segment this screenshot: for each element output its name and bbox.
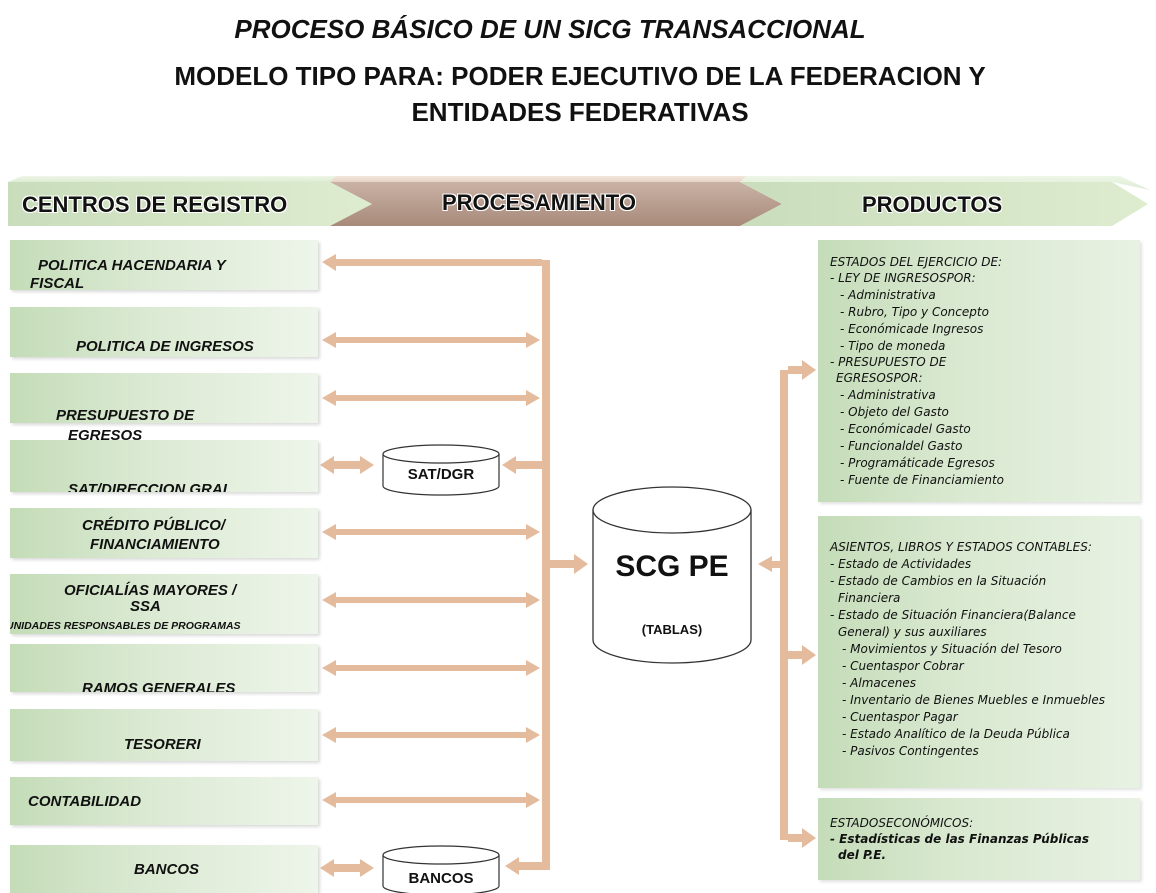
centro-label: CONTABILIDAD [28,793,142,810]
centro-ramos-generales: RAMOS GENERALES [10,644,318,692]
centro-credito-publico: CRÉDITO PÚBLICO/ FINANCIAMIENTO [10,508,318,558]
product-line: - Administrativa [840,388,936,402]
arrow-scg-products [758,556,780,572]
centro-label: POLITICA HACENDARIA Y [38,257,226,274]
centro-label: CRÉDITO PÚBLICO/ [82,517,226,534]
centro-label: EGRESOS [68,427,143,444]
arrow-row-5 [322,524,540,540]
productos-estados-ejercicio: ESTADOS DEL EJERCICIO DE: - LEY DE INGRE… [818,240,1140,502]
bancos-database-icon [382,845,500,893]
arrow-to-product-1 [788,360,816,380]
product-line: - Estado de Actividades [830,557,972,571]
product-line: - Administrativa [840,288,936,302]
centro-sublabel: UNIDADES RESPONSABLES DE PROGRAMAS [10,620,241,632]
arrow-sat-left [320,456,374,474]
diagram-subtitle: MODELO TIPO PARA: PODER EJECUTIVO DE LA … [60,58,1100,130]
arrow-sat-right [502,456,542,474]
arrow-row-6 [322,592,540,608]
centro-label: SAT/DIRECCION GRAL [68,481,232,492]
product-line: - Objeto del Gasto [840,405,949,419]
arrow-row-3 [322,390,540,406]
scg-pe-database-icon [592,486,752,664]
product-line: - Cuentaspor Pagar [842,710,958,724]
centro-tesoreria: TESORERI [10,709,318,761]
product-line: del P.E. [838,848,887,862]
product-line: - PRESUPUESTO DE [830,355,947,369]
arrow-to-product-3 [788,828,816,848]
arrow-row-1 [322,254,542,271]
product-line: - Económicadel Gasto [840,422,971,436]
product-line: - Rubro, Tipo y Concepto [840,305,989,319]
diagram-title: PROCESO BÁSICO DE UN SICG TRANSACCIONAL [234,14,866,44]
chevron-left [8,182,372,226]
centro-label: TESORERI [124,736,201,753]
product-line: ASIENTOS, LIBROS Y ESTADOS CONTABLES: [830,540,1092,554]
product-line: - Movimientos y Situación del Tesoro [842,642,1062,656]
subtitle-line-2: ENTIDADES FEDERATIVAS [411,97,749,127]
bancos-db-label: BANCOS [408,870,474,887]
product-line: - Pasivos Contingentes [842,744,979,758]
product-line: - Estado de Cambios en la Situación [830,574,1047,588]
product-line: - Programáticade Egresos [840,456,995,470]
chevron-mid [330,182,782,226]
centro-label: BANCOS [134,861,200,878]
arrow-to-product-2 [788,645,816,665]
chevron-mid-top [330,176,770,182]
product-line: - Estado de Situación Financiera(Balance [830,608,1076,622]
centro-label: RAMOS GENERALES [82,680,236,692]
scg-pe-sublabel: (TABLAS) [641,622,703,637]
connector-arrows [320,254,816,877]
product-line: - Inventario de Bienes Muebles e Inmuebl… [842,693,1106,707]
product-line: - Estadísticas de las Finanzas Públicas [830,832,1089,846]
sat-dgr-database-icon [382,444,500,496]
product-line: - Funcionaldel Gasto [840,439,963,453]
header-chevrons [8,176,1150,226]
centro-label: PRESUPUESTO DE [56,407,195,423]
productos-estados-economicos: ESTADOSECONÓMICOS: - Estadísticas de las… [818,798,1140,880]
arrow-row-7 [322,660,540,676]
centro-oficialias-mayores: OFICIALÍAS MAYORES / SSA UNIDADES RESPON… [10,574,318,634]
arrow-to-scg [550,554,588,574]
product-line: - Fuente de Financiamiento [840,473,1005,487]
product-line: - Tipo de moneda [840,339,946,353]
arrow-bancos-left [320,859,374,877]
arrow-row-2 [322,332,540,348]
product-line: - Cuentaspor Cobrar [842,659,964,673]
centro-contabilidad: CONTABILIDAD [10,777,318,825]
scg-pe-label: SCG PE [615,550,729,583]
product-line: - Económicade Ingresos [840,322,984,336]
chevron-left-top [8,176,358,182]
product-line: ESTADOS DEL EJERCICIO DE: [830,255,1003,269]
centro-label: POLITICA DE INGRESOS [76,338,254,355]
product-line: - Almacenes [842,676,916,690]
centro-politica-hacendaria: POLITICA HACENDARIA Y FISCAL [10,240,318,290]
centro-bancos: BANCOS [10,845,318,893]
centro-sat-direccion: SAT/DIRECCION GRAL [10,440,318,492]
arrow-row-8 [322,727,540,743]
centro-label: FISCAL [30,275,85,290]
product-line: Financiera [838,591,901,605]
product-line: - LEY DE INGRESOSPOR: [830,271,976,285]
centro-politica-ingresos: POLITICA DE INGRESOS [10,307,318,357]
product-line: ESTADOSECONÓMICOS: [830,816,974,830]
chevron-right [740,182,1148,226]
product-line: EGRESOSPOR: [836,371,923,385]
centro-label: FINANCIAMIENTO [90,536,220,553]
arrow-bancos-right [505,760,550,875]
sat-dgr-label: SAT/DGR [407,466,475,483]
header-productos: PRODUCTOS [862,192,1003,217]
arrow-row-9 [322,792,540,808]
centro-presupuesto-egresos: PRESUPUESTO DE [10,373,318,423]
header-centros-de-registro: CENTROS DE REGISTRO [22,192,288,217]
header-procesamiento: PROCESAMIENTO [442,190,636,215]
subtitle-line-1: MODELO TIPO PARA: PODER EJECUTIVO DE LA … [174,61,986,91]
productos-asientos-libros: ASIENTOS, LIBROS Y ESTADOS CONTABLES: - … [818,516,1140,788]
product-line: - Estado Analítico de la Deuda Pública [842,727,1070,741]
chevron-right-top [740,176,1150,190]
centro-label: OFICIALÍAS MAYORES / [64,582,237,599]
product-line: General) y sus auxiliares [838,625,987,639]
centro-label: SSA [130,598,161,615]
